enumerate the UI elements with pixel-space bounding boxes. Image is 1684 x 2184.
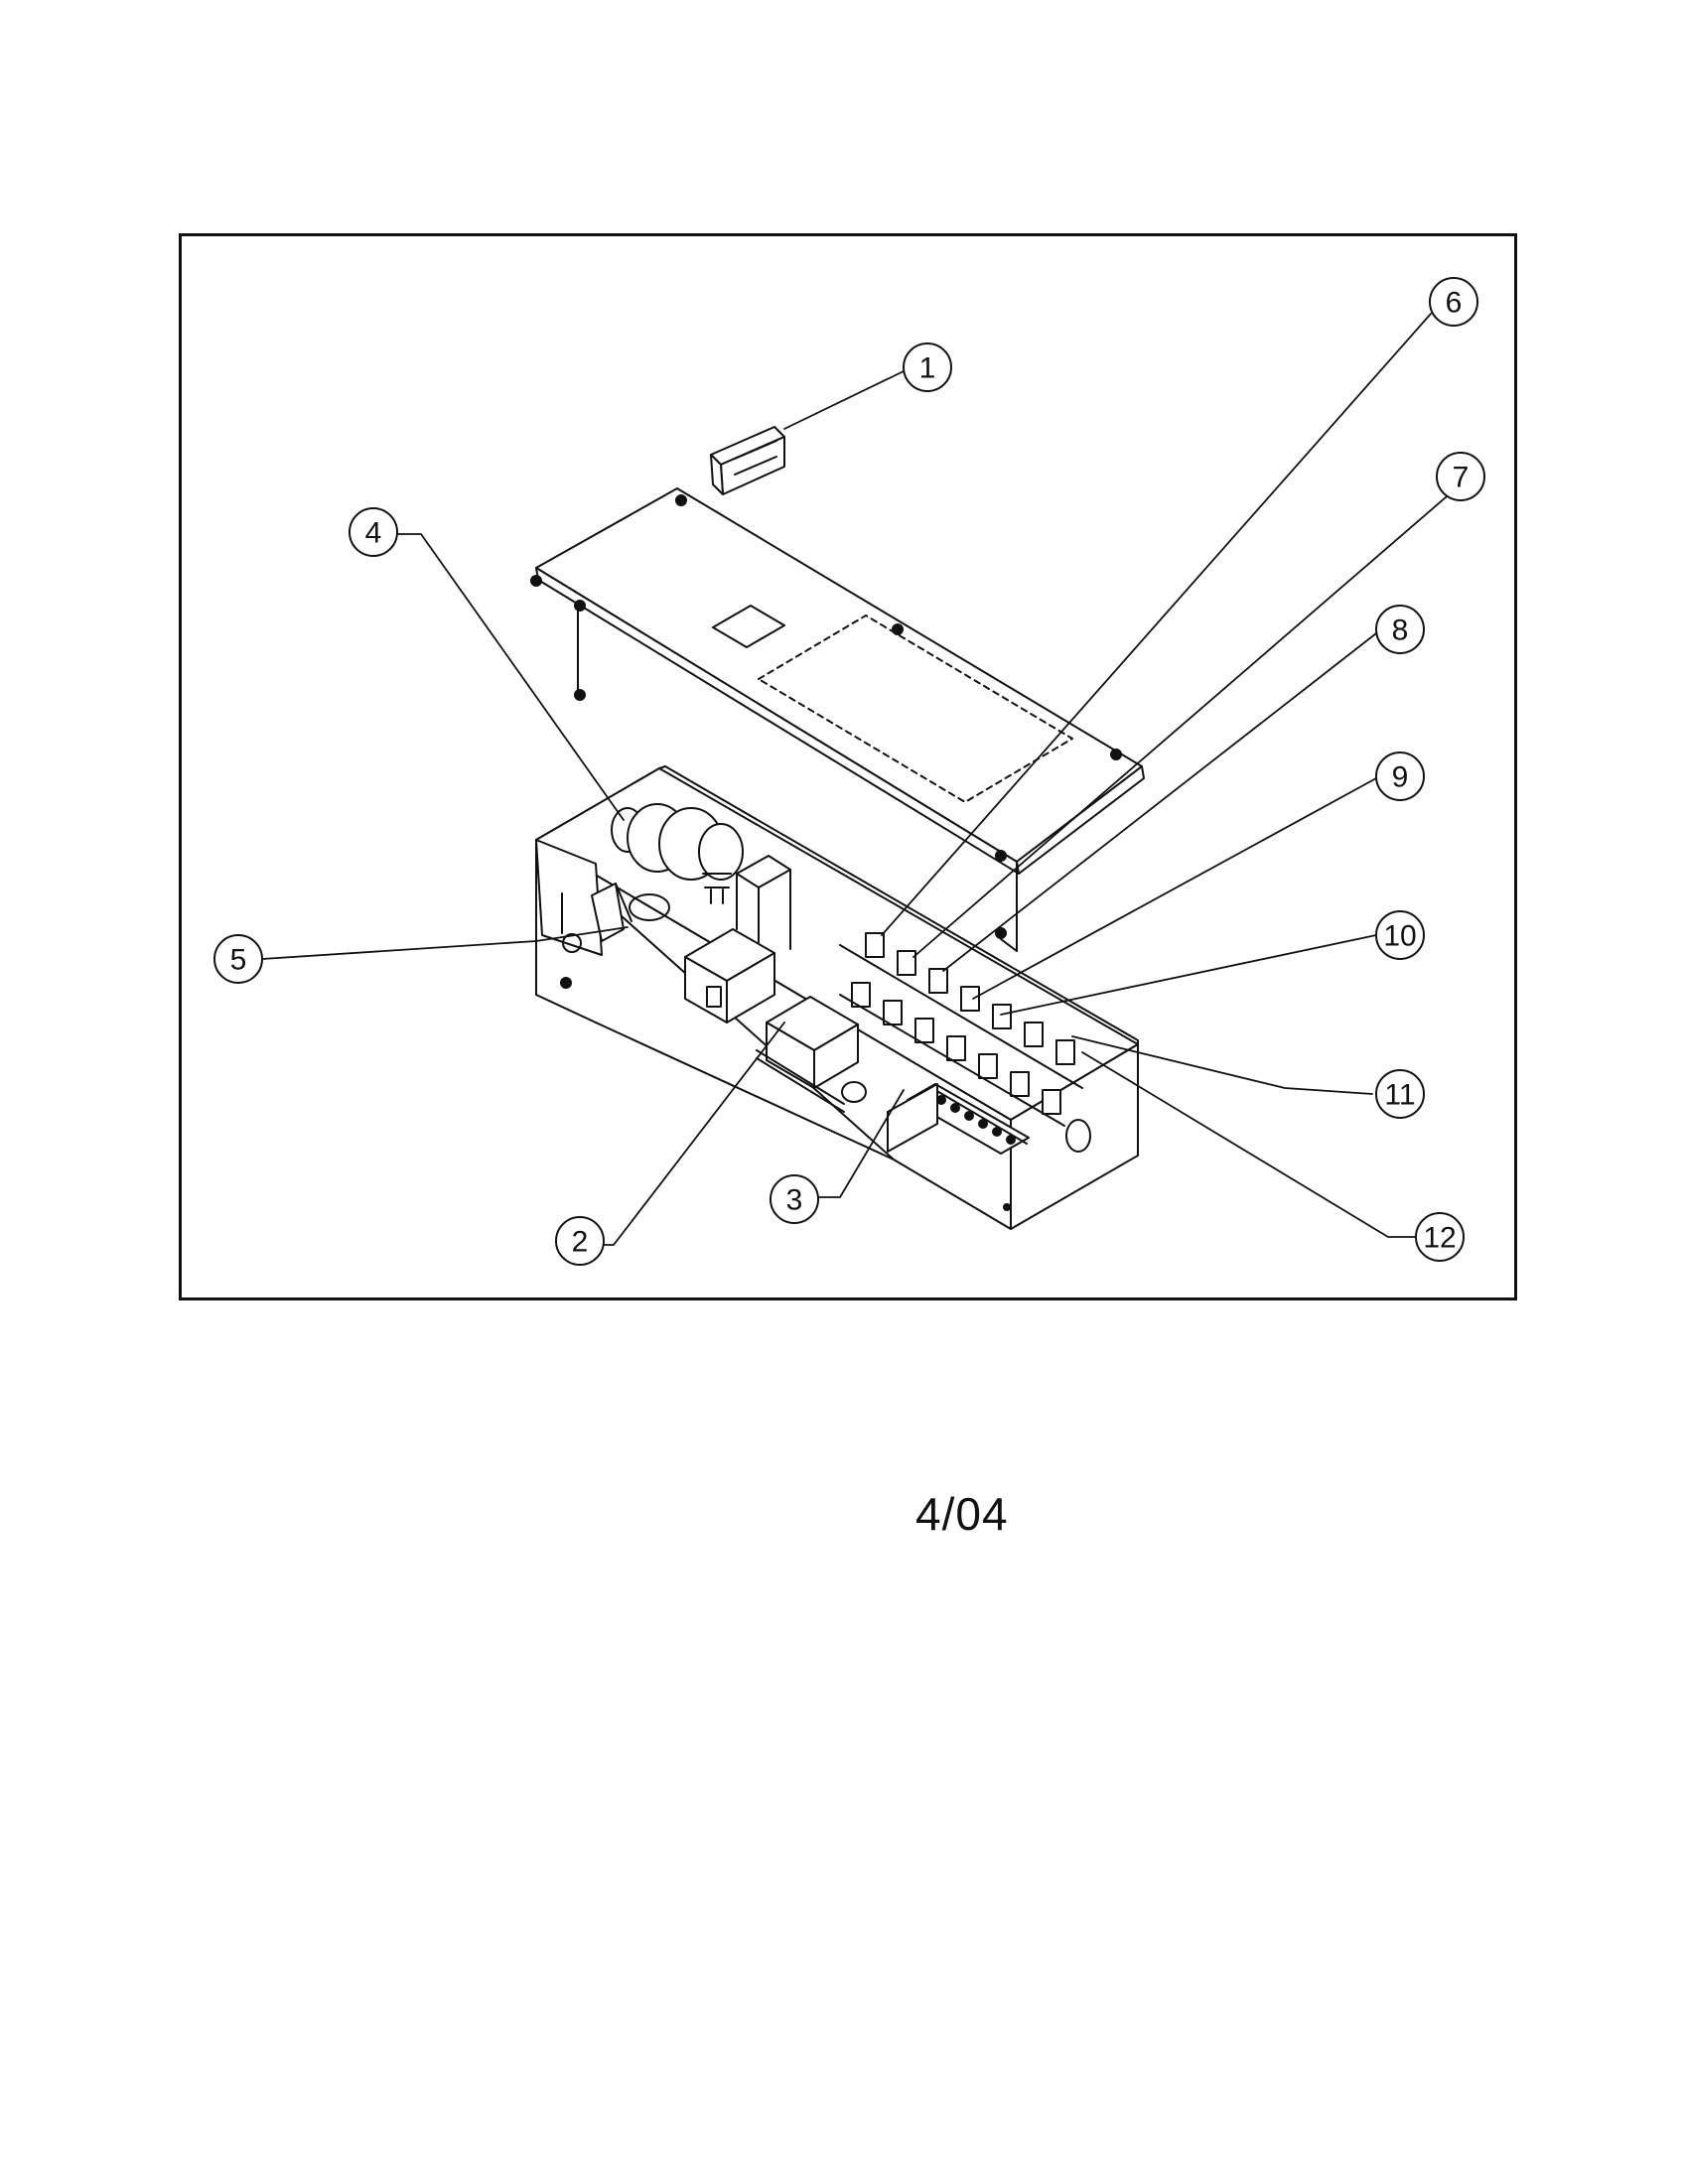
callout-circle-1 (903, 342, 952, 392)
callout-label-1: 1 (919, 352, 936, 385)
callout-label-6: 6 (1446, 287, 1463, 320)
callout-circle-9 (1375, 751, 1425, 801)
callout-circle-2 (555, 1216, 605, 1266)
callout-circle-11 (1375, 1069, 1425, 1119)
callout-label-4: 4 (365, 517, 382, 550)
callout-circle-5 (213, 934, 263, 984)
callout-circle-3 (770, 1174, 819, 1224)
callout-label-11: 11 (1384, 1079, 1415, 1112)
callout-label-10: 10 (1383, 920, 1416, 953)
callout-label-12: 12 (1423, 1222, 1456, 1255)
callout-label-7: 7 (1453, 462, 1470, 494)
callout-circle-10 (1375, 910, 1425, 960)
part-1-clip (710, 426, 785, 495)
callout-label-5: 5 (230, 944, 247, 977)
diagram-frame (179, 233, 1517, 1300)
callout-circle-4 (349, 507, 398, 557)
callout-label-2: 2 (572, 1226, 589, 1259)
callout-label-8: 8 (1392, 614, 1409, 647)
page-date-code: 4/04 (915, 1488, 1009, 1540)
callout-circle-12 (1415, 1212, 1465, 1262)
callout-circle-7 (1436, 452, 1485, 501)
part-2-transformer (684, 855, 867, 1113)
part-5-bracket (591, 883, 632, 942)
callout-label-9: 9 (1392, 761, 1409, 794)
relay-bank (839, 932, 1083, 1127)
callout-labels: 1 2 3 4 5 6 7 8 9 10 11 12 (230, 287, 1470, 1259)
part-3-terminal-strip (887, 1083, 1030, 1155)
part-4-timer (611, 803, 744, 904)
leader-lines (261, 313, 1462, 1246)
cover-panel (530, 487, 1145, 952)
callout-circle-6 (1429, 277, 1478, 327)
callout-label-3: 3 (786, 1184, 803, 1217)
relay-row-1 (865, 932, 1075, 1065)
callout-circles (213, 277, 1485, 1266)
relay-row-2 (851, 982, 1061, 1115)
callout-circle-8 (1375, 605, 1425, 654)
